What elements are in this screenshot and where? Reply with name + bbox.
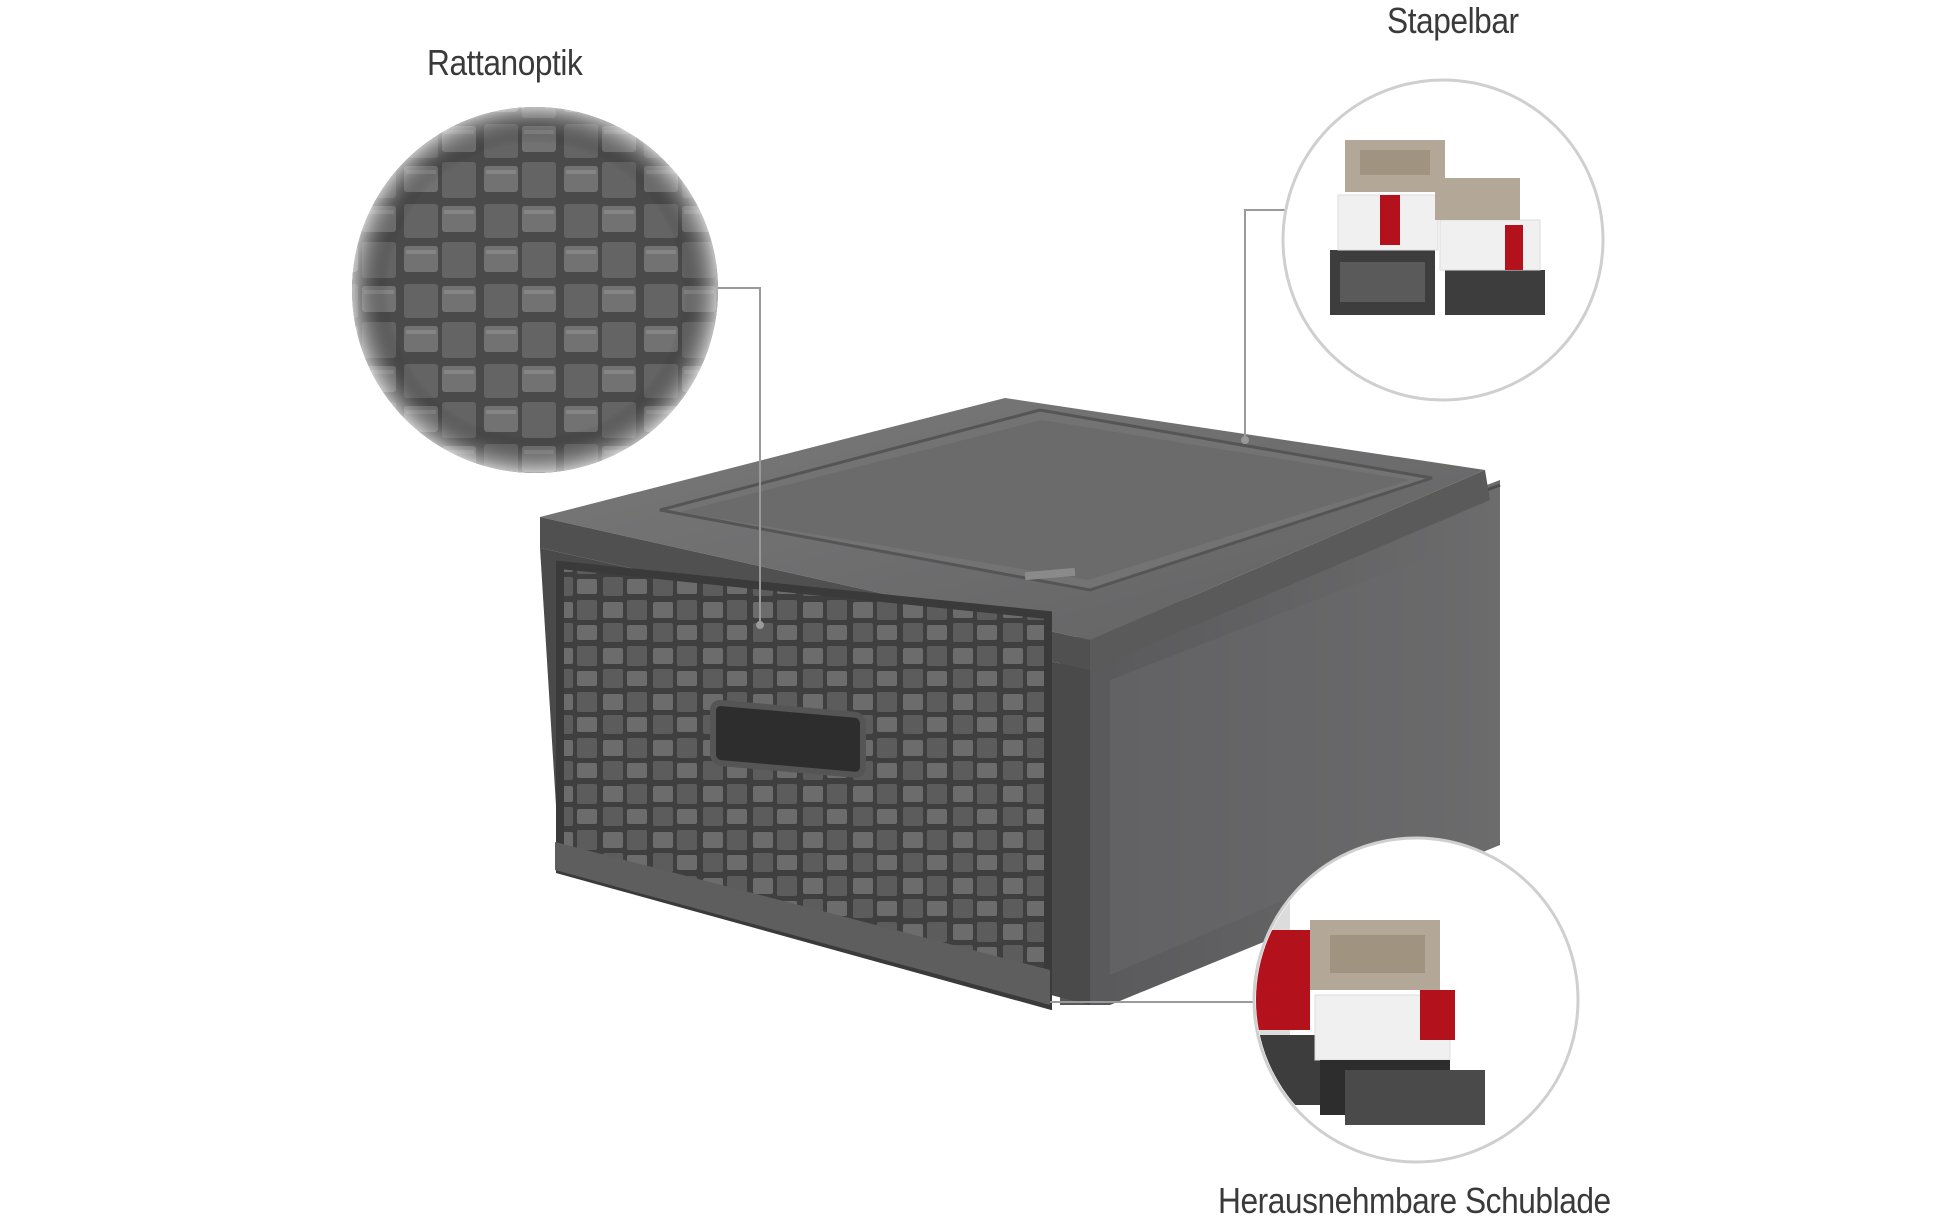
storage-box xyxy=(540,398,1501,1011)
stackable-photo xyxy=(1281,78,1605,402)
drawer-photo xyxy=(1252,836,1580,1164)
callout-stackable-label: Stapelbar xyxy=(1387,0,1519,41)
callout-drawer-label: Herausnehmbare Schublade xyxy=(1218,1180,1611,1221)
rattan-closeup xyxy=(352,107,718,473)
drawer-handle xyxy=(710,700,866,778)
callout-rattan-label: Rattanoptik xyxy=(427,42,583,83)
